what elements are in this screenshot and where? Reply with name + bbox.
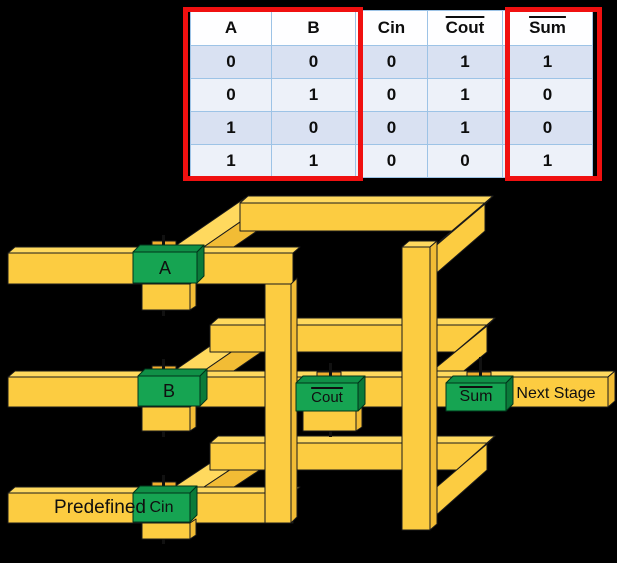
annotation-text: Next Stage (516, 384, 596, 402)
node-label-sum: Sum (446, 383, 506, 411)
col-header-sum: Sum (502, 10, 593, 46)
truth-table-cell: 1 (190, 111, 272, 145)
pin-b-bottom (162, 431, 165, 437)
stub-under-cout (302, 406, 363, 432)
node-box-b (137, 368, 208, 407)
truth-table-cell: 0 (427, 144, 503, 178)
node-box-cout (295, 375, 366, 412)
col-header-a: A (190, 10, 272, 46)
pin-cin-bottom (162, 539, 165, 544)
node-box-cin (132, 485, 198, 523)
node-label-cout: Cout (296, 383, 358, 411)
col-header-label: B (307, 18, 320, 37)
truth-table-cell: 0 (190, 45, 272, 79)
annotation-text: Predefined (54, 497, 146, 518)
truth-table: A B Cin Cout Sum 0 0 0 1 1 0 1 0 1 0 1 0… (190, 10, 593, 178)
truth-table-cell: 1 (190, 144, 272, 178)
truth-table-cell: 0 (355, 78, 428, 112)
node-box-sum (445, 375, 514, 412)
truth-table-header-row: A B Cin Cout Sum (190, 10, 593, 46)
pillar-right (401, 240, 438, 531)
pillar-left (264, 277, 298, 524)
highlight-box-output-sum (505, 7, 602, 181)
node-box-a (132, 244, 205, 284)
wire-level-a (164, 195, 494, 278)
pin-a-bottom (162, 310, 165, 316)
truth-table-row: 1 1 0 0 1 (190, 144, 593, 178)
truth-table-cell: 0 (271, 45, 356, 79)
truth-table-cell: 1 (502, 45, 593, 79)
node-label-text: A (158, 257, 171, 278)
pin-cout-bottom (329, 431, 332, 437)
truth-table-cell: 1 (502, 144, 593, 178)
stub-under-b (141, 402, 197, 432)
node-label-b: B (138, 376, 200, 406)
truth-table-row: 0 0 0 1 1 (190, 45, 593, 79)
col-header-label: A (224, 18, 238, 37)
node-label-cin: Cin (133, 493, 190, 522)
truth-table-cell: 0 (190, 78, 272, 112)
highlight-box-inputs-a-b (183, 7, 363, 181)
annotation-next-stage: Next Stage (506, 379, 606, 408)
col-header-label: Cin (377, 18, 406, 37)
truth-table-cell: 0 (355, 144, 428, 178)
truth-table-cell: 1 (427, 45, 503, 79)
stub-under-a (141, 279, 197, 311)
node-label-a: A (133, 252, 197, 283)
col-header-label: Cout (445, 18, 485, 37)
truth-table-cell: 0 (502, 78, 593, 112)
node-label-text: B (162, 381, 175, 401)
truth-table-cell: 1 (427, 78, 503, 112)
node-label-text: Sum (459, 388, 493, 405)
truth-table-cell: 1 (271, 144, 356, 178)
node-label-text: Cin (149, 498, 174, 516)
truth-table-cell: 0 (502, 111, 593, 145)
truth-table-cell: 0 (271, 111, 356, 145)
col-header-label: Sum (529, 18, 566, 37)
annotation-predefined: Predefined (25, 492, 175, 523)
stub-under-cin (141, 518, 197, 540)
node-label-text: Cout (311, 388, 343, 406)
